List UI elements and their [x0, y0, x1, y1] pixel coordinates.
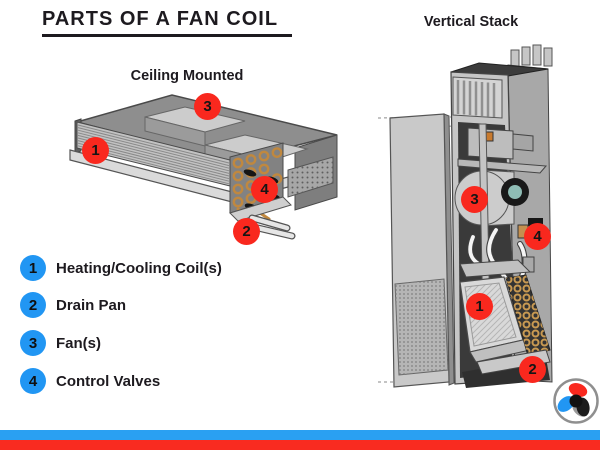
vertical-marker-4: 4: [524, 223, 551, 250]
legend-number-4: 4: [20, 368, 46, 394]
legend-label-control-valves: Control Valves: [56, 372, 161, 390]
top-pipe-stubs: [510, 44, 553, 67]
ceiling-marker-2: 2: [233, 218, 260, 245]
ceiling-mounted-heading: Ceiling Mounted: [130, 68, 244, 84]
fan-hub: [508, 185, 522, 199]
vertical-marker-2: 2: [519, 356, 546, 383]
legend-number-2: 2: [20, 292, 46, 318]
coil-shelf: [459, 259, 532, 278]
page-title: PARTS OF A FAN COIL: [42, 8, 293, 37]
vertical-marker-3: 3: [461, 186, 488, 213]
fan-logo-hub: [569, 394, 583, 408]
ceiling-marker-3: 3: [194, 93, 221, 120]
ceiling-marker-1: 1: [82, 137, 109, 164]
right-grille: [287, 156, 334, 198]
legend-label-fans: Fan(s): [56, 334, 101, 352]
legend-item-drain-pan: 2 Drain Pan: [20, 292, 126, 318]
legend-label-drain-pan: Drain Pan: [56, 296, 127, 314]
legend-number-1: 1: [20, 255, 46, 281]
ceiling-marker-4: 4: [251, 176, 278, 203]
gold-coil: [505, 274, 551, 357]
legend-number-3: 3: [20, 330, 46, 356]
front-door-panel: [389, 113, 455, 388]
vertical-stack-illustration: [378, 44, 553, 388]
vertical-stack-heading: Vertical Stack: [423, 14, 519, 30]
footer-stripe-red: [0, 440, 600, 450]
fan-logo: [553, 378, 599, 424]
legend-item-coils: 1 Heating/Cooling Coil(s): [20, 255, 222, 281]
footer-stripe-blue: [0, 430, 600, 440]
label-plate: [485, 131, 494, 142]
vertical-marker-1: 1: [466, 293, 493, 320]
door-grille: [394, 278, 449, 376]
legend-item-control-valves: 4 Control Valves: [20, 368, 160, 394]
condensate-pipes: [229, 196, 296, 240]
fan-logo-blades: [557, 383, 590, 417]
louver-grille: [452, 76, 503, 119]
legend-label-coils: Heating/Cooling Coil(s): [56, 259, 222, 277]
legend-item-fans: 3 Fan(s): [20, 330, 101, 356]
